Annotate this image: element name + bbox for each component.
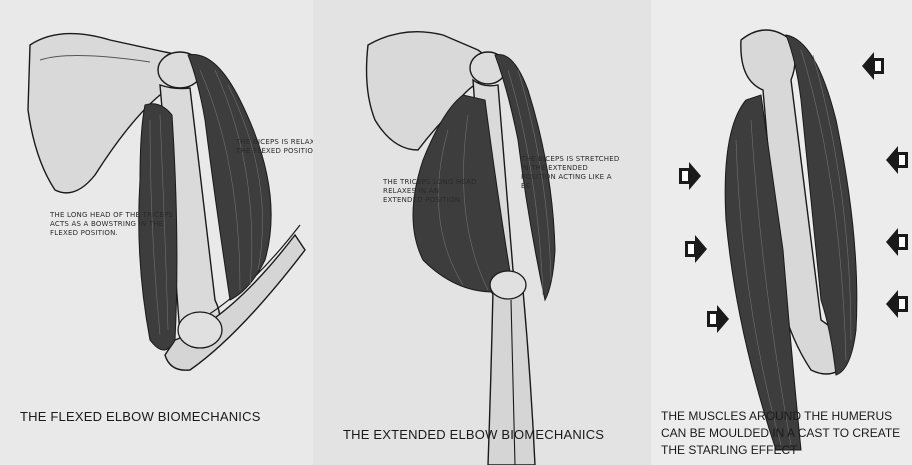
note-line: THE TRICEPS LONG HEAD: [383, 178, 477, 187]
note-line: ACTS AS A BOWSTRING IN THE: [50, 220, 173, 229]
note-line: THE BICEPS IS RELAXED: [236, 138, 313, 147]
starling-caption: THE MUSCLES AROUND THE HUMERUS CAN BE MO…: [661, 408, 911, 459]
caption-line: THE STARLING EFFECT: [661, 442, 911, 459]
note-line: THE FLEXED POSITION.: [236, 147, 313, 156]
humerus-muscles-drawing: [651, 0, 912, 465]
triceps-bowstring-note: THE LONG HEAD OF THE TRICEPS ACTS AS A B…: [50, 211, 173, 238]
note-line: THE BICEPS IS STRETCHED: [521, 155, 619, 164]
flexed-elbow-panel: THE BICEPS IS RELAXED THE FLEXED POSITIO…: [0, 0, 313, 465]
note-line: THE LONG HEAD OF THE TRICEPS: [50, 211, 173, 220]
triceps-relaxed-note: THE TRICEPS LONG HEAD RELAXES IN AN EXTE…: [383, 178, 477, 205]
extended-elbow-panel: THE BICEPS IS STRETCHED IN THE EXTENDED …: [313, 0, 651, 465]
extended-caption: THE EXTENDED ELBOW BIOMECHANICS: [343, 427, 604, 442]
biceps-stretched-note: THE BICEPS IS STRETCHED IN THE EXTENDED …: [521, 155, 619, 191]
note-line: EXTENDED POSITION: [383, 196, 477, 205]
extended-elbow-drawing: [313, 0, 651, 465]
caption-line: CAN BE MOULDED IN A CAST TO CREATE: [661, 425, 911, 442]
note-line: RELAXES IN AN: [383, 187, 477, 196]
caption-line: THE MUSCLES AROUND THE HUMERUS: [661, 408, 911, 425]
biceps-relaxed-note: THE BICEPS IS RELAXED THE FLEXED POSITIO…: [236, 138, 313, 156]
flexed-caption: THE FLEXED ELBOW BIOMECHANICS: [20, 409, 261, 424]
note-line: IN THE EXTENDED: [521, 164, 619, 173]
note-line: FLEXED POSITION.: [50, 229, 173, 238]
note-line: BE: [521, 182, 619, 191]
starling-effect-panel: THE MUSCLES AROUND THE HUMERUS CAN BE MO…: [651, 0, 912, 465]
note-line: POSITION ACTING LIKE A: [521, 173, 619, 182]
